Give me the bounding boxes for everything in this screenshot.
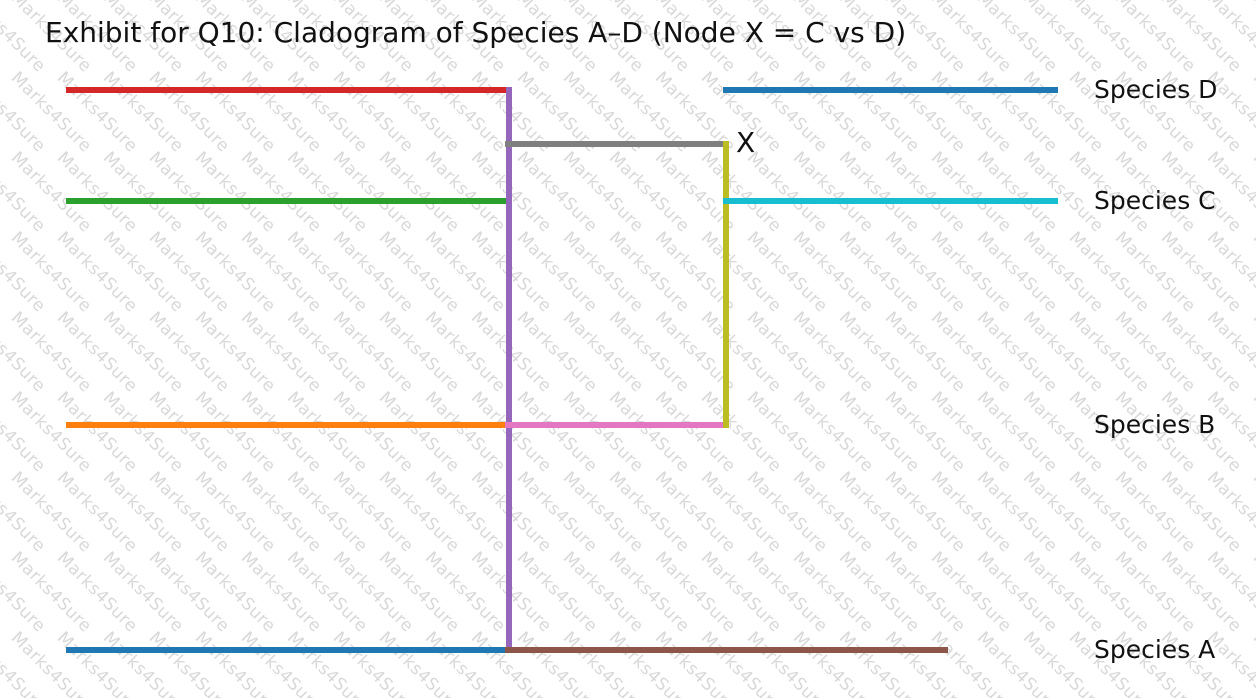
species-c-branch-cyan <box>723 198 1058 204</box>
branch-top-left-red <box>66 87 512 93</box>
branch-b-right-pink <box>505 422 729 428</box>
species-d-branch-blue <box>723 87 1058 93</box>
species-a-label: Species A <box>1094 634 1216 664</box>
node-x-label: X <box>736 125 756 159</box>
species-b-branch-orange <box>66 422 512 428</box>
species-d-label: Species D <box>1094 74 1218 104</box>
species-b-label: Species B <box>1094 409 1216 439</box>
species-c-label: Species C <box>1094 185 1216 215</box>
species-a-branch-blue <box>66 647 512 653</box>
node-x-stem-gray <box>505 141 729 147</box>
branch-left-green <box>66 198 512 204</box>
root-spine-purple <box>505 87 512 653</box>
species-a-right-brown <box>505 647 948 653</box>
node-x-spine-olive <box>723 141 729 428</box>
exhibit-title: Exhibit for Q10: Cladogram of Species A–… <box>45 16 907 49</box>
